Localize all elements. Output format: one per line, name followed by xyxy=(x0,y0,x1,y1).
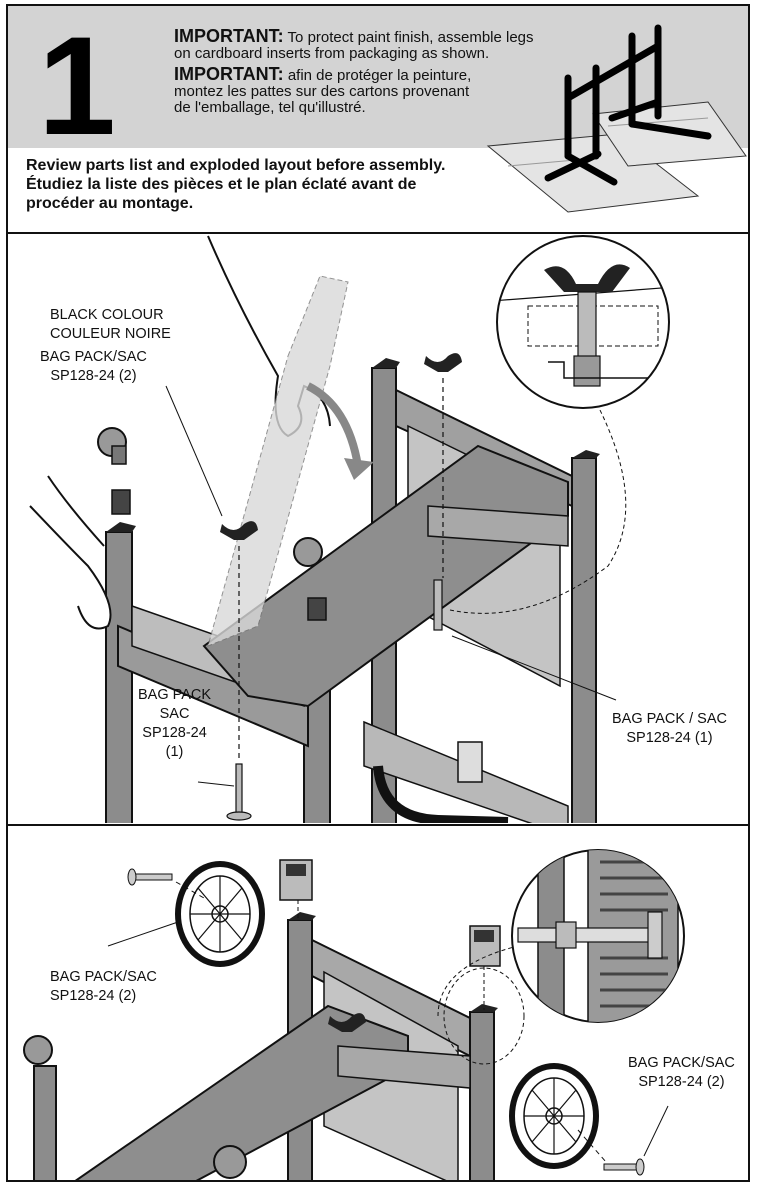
important-label-en: IMPORTANT: xyxy=(174,26,284,46)
callout-black-colour: BLACK COLOUR COULEUR NOIRE xyxy=(50,306,171,344)
instruction-page: 1 IMPORTANT: To protect paint finish, as… xyxy=(6,4,750,1182)
callout-wing-nut-bag: BAG PACK/SAC xyxy=(40,349,147,365)
callout-right-wheel-part: BAG PACK/SAC SP128-24 (2) xyxy=(628,1054,735,1092)
callout-left-wheel-part-number: SP128-24 (2) xyxy=(50,988,137,1004)
review-line-3: procéder au montage. xyxy=(26,195,194,212)
callout-bolt-part: BAG PACK SAC SP128-24 (1) xyxy=(138,686,211,762)
important-fr-line-2: montez les pattes sur des cartons proven… xyxy=(174,83,470,100)
important-en-line-1: To protect paint finish, assemble legs xyxy=(283,29,534,46)
important-fr-line-1: afin de protéger la peinture, xyxy=(283,67,472,84)
assembly-illustration xyxy=(23,24,747,1180)
bolt-detail-magnifier xyxy=(496,235,670,409)
wheel-assembly-drawing xyxy=(23,859,669,1180)
important-french: IMPORTANT: afin de protéger la peinture,… xyxy=(174,64,594,116)
callout-wing-nut-part-number: SP128-24 (2) xyxy=(50,368,137,384)
review-line-2: Étudiez la liste des pièces et le plan é… xyxy=(26,176,417,193)
important-en-line-2: on cardboard inserts from packaging as s… xyxy=(174,45,490,62)
callout-right-wheel-bag: BAG PACK/SAC xyxy=(628,1055,735,1071)
cardboard-insert-illustration xyxy=(486,24,747,213)
important-label-fr: IMPORTANT: xyxy=(174,64,284,84)
callout-bolt-bag: BAG PACK xyxy=(138,687,212,703)
leg-assembly-drawing xyxy=(29,235,627,823)
callout-right-bolt-bag: BAG PACK / SAC xyxy=(612,711,727,727)
callout-right-bolt-part-number: SP128-24 (1) xyxy=(626,730,713,746)
section-divider-top xyxy=(8,232,748,234)
review-instructions: Review parts list and exploded layout be… xyxy=(26,156,496,213)
important-fr-line-3: de l'emballage, tel qu'illustré. xyxy=(174,99,366,116)
callout-right-wheel-part-number: SP128-24 (2) xyxy=(638,1074,725,1090)
step-number: 1 xyxy=(38,7,116,164)
callout-black-colour-en: BLACK COLOUR xyxy=(50,307,164,323)
callout-wing-nut-part: BAG PACK/SAC SP128-24 (2) xyxy=(40,348,147,386)
important-english: IMPORTANT: To protect paint finish, asse… xyxy=(174,26,594,62)
callout-bolt-sac: SAC xyxy=(159,706,190,722)
section-divider-middle xyxy=(8,824,748,826)
callout-black-colour-fr: COULEUR NOIRE xyxy=(50,326,171,342)
callout-left-wheel-bag: BAG PACK/SAC xyxy=(50,969,157,985)
callout-right-bolt-part: BAG PACK / SAC SP128-24 (1) xyxy=(612,710,727,748)
callout-left-wheel-part: BAG PACK/SAC SP128-24 (2) xyxy=(50,968,157,1006)
review-line-1: Review parts list and exploded layout be… xyxy=(26,157,446,174)
axle-detail-magnifier xyxy=(511,849,685,1023)
callout-bolt-qty: (1) xyxy=(165,744,184,760)
callout-bolt-part-number: SP128-24 xyxy=(142,725,207,741)
